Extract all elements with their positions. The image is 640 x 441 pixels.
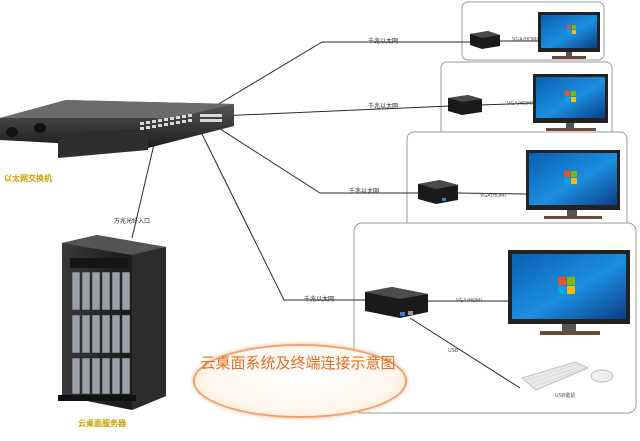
thin-client-4: [365, 287, 428, 318]
thin-client-3: [418, 180, 458, 204]
monitor-4: [508, 250, 630, 335]
thin-client-1: [470, 31, 500, 49]
port-label-usb: USB: [448, 348, 459, 354]
monitor-3: [526, 150, 620, 219]
port-label-vga-hdmi-3: VGA/HDMI: [480, 193, 506, 199]
port-label-vga-hdmi-1: VGA/HDMI: [512, 37, 538, 43]
link-label-terminal-4: 千兆以太网: [304, 296, 335, 303]
port-label-usb-keyboard: USB键鼠: [555, 393, 576, 399]
link-label-terminal-3: 千兆以太网: [349, 188, 380, 195]
title-oval: [193, 344, 407, 418]
monitor-1: [538, 12, 600, 59]
connection-lines: [131, 40, 540, 389]
monitor-2: [533, 74, 608, 131]
link-label-server: 万兆光纤入口: [114, 218, 151, 225]
port-label-vga-hdmi-2: VGA/HDMI: [507, 101, 533, 107]
switch-caption: 以太网交换机: [4, 174, 52, 183]
cloud-server: [58, 235, 166, 410]
link-label-terminal-1: 千兆以太网: [368, 38, 399, 45]
diagram-title: 云桌面系统及终端连接示意图: [200, 354, 396, 372]
link-label-terminal-2: 千兆以太网: [368, 103, 399, 110]
ethernet-switch: [0, 100, 234, 158]
thin-client-2: [448, 95, 482, 115]
server-caption: 云桌面服务器: [78, 419, 126, 428]
port-label-vga-hdmi-4: VGA/HDMI: [456, 298, 482, 304]
keyboard-mouse: [520, 361, 614, 391]
